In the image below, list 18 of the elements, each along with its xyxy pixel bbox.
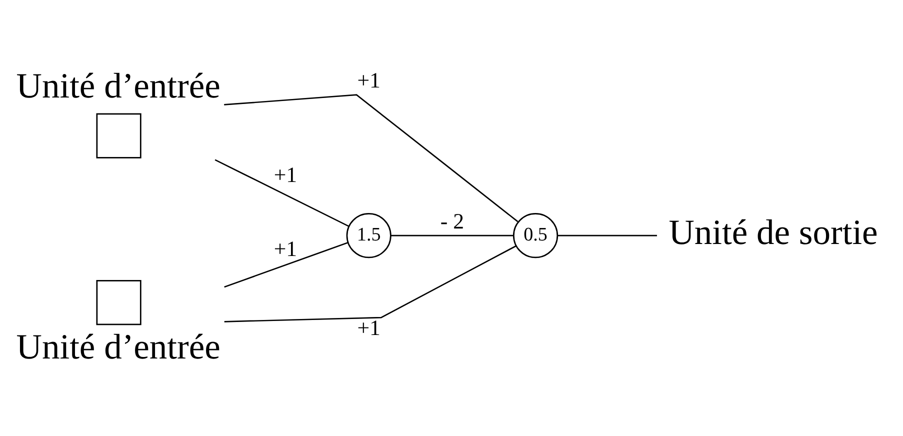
node-label: Unité d’entrée <box>16 64 220 105</box>
connector <box>224 244 516 322</box>
connector <box>224 94 518 222</box>
node-box <box>96 279 142 325</box>
connector <box>224 241 348 288</box>
edge-label: +1 <box>357 68 380 92</box>
connector <box>558 234 657 236</box>
connector <box>390 234 514 236</box>
edge-label: +1 <box>274 236 298 260</box>
node-box <box>96 112 142 158</box>
connector <box>214 158 349 226</box>
node-circle: 0.5 <box>512 212 558 258</box>
node-circle: 1.5 <box>346 212 392 258</box>
node-label: Unité d’entrée <box>16 326 220 366</box>
node-text: Unité de sortie <box>668 212 878 252</box>
edge-label: +1 <box>274 162 298 187</box>
edge-label: - 2 <box>440 208 464 233</box>
edge-label: +1 <box>357 316 380 340</box>
